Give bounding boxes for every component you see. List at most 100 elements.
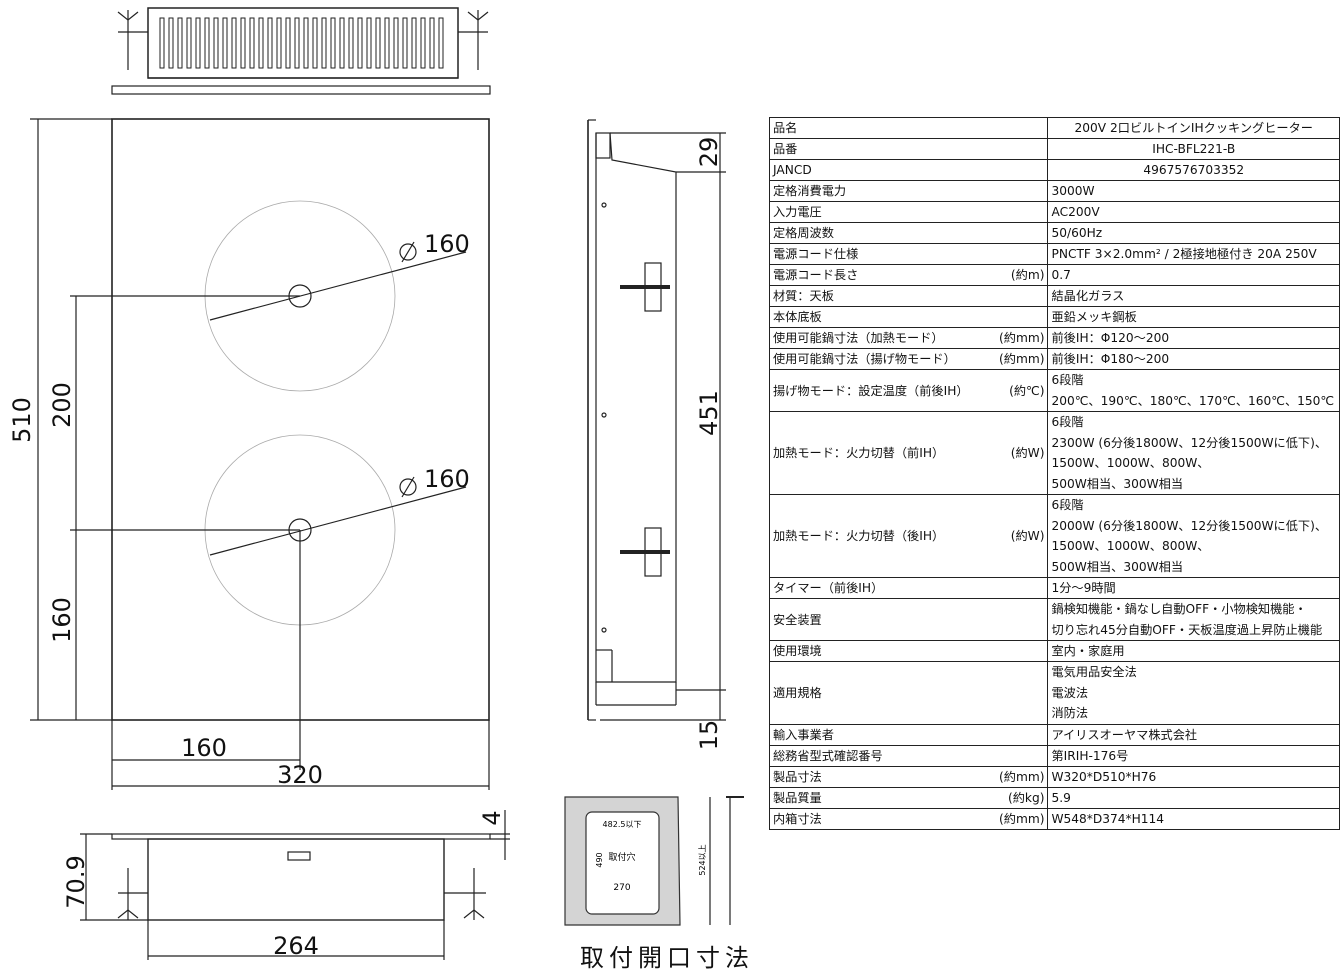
spec-key-label: 揚げ物モード：設定温度（前後IH） [773, 383, 969, 398]
vent-slot [393, 17, 399, 69]
vent-slot [357, 17, 363, 69]
spec-row: 使用可能鍋寸法（加熱モード）(約mm)前後IH：Φ120～200 [768, 327, 1340, 349]
spec-key-unit: (約℃) [1009, 383, 1045, 398]
dim-320: 320 [277, 761, 323, 789]
spec-key-label: 品名 [773, 121, 798, 135]
spec-value-line: 鍋検知機能・鍋なし自動OFF・小物検知機能・ [1051, 602, 1307, 616]
spec-key-label: 製品質量 [773, 790, 822, 805]
spec-key-unit: (約kg) [1007, 790, 1045, 805]
spec-value: 鍋検知機能・鍋なし自動OFF・小物検知機能・切り忘れ45分自動OFF・天板温度過… [1047, 598, 1340, 641]
spec-value-line: 500W相当、300W相当 [1051, 476, 1184, 491]
spec-key-unit: (約mm) [999, 331, 1045, 345]
spec-value-line: 2000W (6分後1800W、12分後1500Wに低下)、 [1051, 518, 1328, 533]
spec-key: 使用可能鍋寸法（加熱モード）(約mm) [768, 327, 1049, 349]
vent-slot [258, 17, 264, 69]
spec-key: 材質：天板 [768, 285, 1049, 307]
spec-row: 適用規格電気用品安全法電波法消防法 [768, 661, 1340, 725]
spec-row: 内箱寸法(約mm)W548*D374*H114 [768, 807, 1340, 830]
spec-key: 内箱寸法(約mm) [768, 807, 1049, 830]
spec-value: 電気用品安全法電波法消防法 [1047, 661, 1340, 725]
spec-value-line: 6段階 [1051, 415, 1084, 429]
dim-29: 29 [695, 137, 723, 168]
vent-slot [438, 17, 444, 69]
vent-slot [303, 17, 309, 69]
spec-key-label: 電源コード仕様 [773, 247, 859, 261]
spec-key-unit: (約mm) [999, 811, 1045, 826]
vent-slot [366, 17, 372, 69]
dim-264: 264 [273, 932, 319, 960]
vent-slot [429, 17, 435, 69]
vent-slot [240, 17, 246, 69]
vent-slot [375, 17, 381, 69]
spec-key-unit: (約mm) [999, 352, 1045, 366]
spec-value-line: 消防法 [1051, 706, 1089, 720]
spec-value: W320*D510*H76 [1047, 765, 1340, 788]
spec-key: 電源コード長さ(約m) [768, 264, 1049, 286]
spec-key-label: 輸入事業者 [773, 727, 834, 742]
spec-key: 使用環境 [768, 640, 1049, 662]
spec-row: 使用環境室内・家庭用 [768, 640, 1340, 662]
vent-slot [321, 17, 327, 69]
spec-value-line: 切り忘れ45分自動OFF・天板温度過上昇防止機能 [1051, 622, 1323, 637]
spec-value-line: 電波法 [1051, 685, 1089, 700]
spec-value: IHC-BFL221-B [1047, 138, 1340, 160]
dim-451: 451 [695, 390, 723, 436]
spec-value: 1分～9時間 [1047, 577, 1340, 599]
vent-slot [168, 17, 174, 69]
dim-15: 15 [695, 720, 723, 751]
spec-value: 亜鉛メッキ鋼板 [1047, 306, 1340, 328]
cutout-depth-label: 524以上 [698, 844, 707, 875]
dim-160-vertical: 160 [48, 597, 76, 643]
spec-value: 4967576703352 [1047, 159, 1340, 181]
spec-key-label: 適用規格 [773, 685, 822, 700]
spec-value: AC200V [1047, 201, 1340, 223]
vent-slot [276, 17, 282, 69]
spec-value: 前後IH：Φ120～200 [1047, 327, 1340, 349]
diameter-label-bottom: 160 [424, 465, 470, 493]
spec-key-label: 本体底板 [773, 310, 822, 324]
vent-slot [159, 17, 165, 69]
vent-slot [195, 17, 201, 69]
spec-key: 総務省型式確認番号 [768, 744, 1049, 767]
vent-slot [285, 17, 291, 69]
spec-key-label: 使用可能鍋寸法（揚げ物モード） [773, 352, 956, 366]
cutout-height-label: 490 [595, 852, 604, 867]
spec-value: 結晶化ガラス [1047, 285, 1340, 307]
spec-key-unit: (約m) [1010, 268, 1045, 282]
dim-4: 4 [478, 810, 506, 825]
dim-200: 200 [48, 382, 76, 428]
vent-slot [231, 17, 237, 69]
spec-key-unit: (約W) [1010, 446, 1045, 460]
spec-value-line: 2300W (6分後1800W、12分後1500Wに低下)、 [1051, 435, 1328, 450]
spec-key-label: タイマー（前後IH） [773, 581, 884, 595]
spec-key: 揚げ物モード：設定温度（前後IH） (約℃) [768, 369, 1049, 412]
spec-row: 電源コード仕様 PNCTF 3×2.0mm² / 2極接地極付き 20A 250V [768, 243, 1340, 265]
spec-key: 輸入事業者 [768, 723, 1049, 746]
spec-row: 電源コード長さ(約m)0.7 [768, 264, 1340, 286]
dim-70-9: 70.9 [62, 855, 90, 908]
spec-value: 前後IH：Φ180～200 [1047, 348, 1340, 370]
spec-value: PNCTF 3×2.0mm² / 2極接地極付き 20A 250V [1047, 243, 1340, 265]
spec-value: 第IRIH-176号 [1047, 744, 1340, 767]
spec-key-unit: (約mm) [999, 769, 1045, 784]
vent-slot [294, 17, 300, 69]
spec-key: 品名 [768, 117, 1049, 139]
spec-key-label: 製品寸法 [773, 769, 822, 784]
spec-value-line: 200℃、190℃、180℃、170℃、160℃、150℃ [1051, 393, 1335, 408]
spec-key: 品番 [768, 138, 1049, 160]
vent-slot [411, 17, 417, 69]
plan-view [30, 118, 490, 790]
vent-slot [222, 17, 228, 69]
vent-slot [402, 17, 408, 69]
vent-slot [420, 17, 426, 69]
top-rear-view [111, 7, 491, 95]
vent-slot [249, 17, 255, 69]
